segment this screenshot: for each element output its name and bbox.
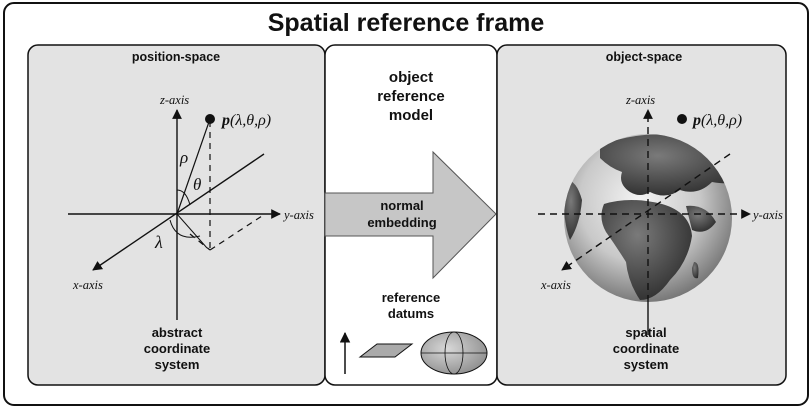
datums-label-line1: reference	[382, 290, 441, 305]
left-x-diagonal	[92, 153, 265, 271]
right-caption-line3: system	[624, 357, 669, 372]
theta-arc	[176, 189, 191, 206]
normal-embedding-arrow	[324, 150, 497, 280]
left-x-axis-label: x-axis	[72, 278, 103, 292]
object-space-panel: object-space p(λ,θ,ρ)	[496, 44, 787, 386]
right-point-p-marker	[677, 114, 687, 124]
middle-heading-line3: model	[389, 107, 433, 124]
object-reference-model-panel: object reference model normal embedding …	[324, 44, 498, 386]
right-caption-line1: spatial	[625, 325, 666, 340]
datum-plane-icon	[358, 343, 414, 358]
lambda-arc	[169, 219, 201, 238]
point-p-label: p(λ,θ,ρ)	[220, 112, 271, 129]
point-p-marker	[205, 114, 215, 124]
left-caption-line2: coordinate	[144, 341, 210, 356]
right-x-diagonal	[561, 153, 731, 271]
arrow-label-line1: normal	[380, 198, 423, 213]
page-title: Spatial reference frame	[268, 9, 545, 37]
right-caption-line2: coordinate	[613, 341, 679, 356]
left-caption-line1: abstract	[152, 325, 203, 340]
left-y-axis-label: y-axis	[282, 208, 314, 222]
rho-label: ρ	[179, 148, 188, 167]
right-point-p-label: p(λ,θ,ρ)	[691, 112, 742, 129]
right-z-axis-label: z-axis	[625, 93, 655, 107]
middle-heading-line2: reference	[377, 88, 445, 105]
right-x-axis-label: x-axis	[540, 278, 571, 292]
theta-label: θ	[193, 175, 201, 194]
right-panel-heading: object-space	[606, 50, 682, 64]
datums-label-line2: datums	[388, 306, 434, 321]
left-caption-line3: system	[155, 357, 200, 372]
left-z-axis-label: z-axis	[159, 93, 189, 107]
arrow-label-line2: embedding	[367, 215, 436, 230]
rho-vector	[176, 118, 211, 215]
position-space-panel: position-space p(λ,θ,ρ) z-axis y-axis x-…	[27, 44, 326, 386]
datum-ellipsoid-icon	[420, 331, 488, 375]
middle-heading-line1: object	[389, 69, 433, 86]
right-y-axis-label: y-axis	[751, 208, 783, 222]
azimuth-line	[176, 213, 208, 249]
lambda-label: λ	[154, 232, 163, 252]
left-panel-heading: position-space	[132, 50, 220, 64]
